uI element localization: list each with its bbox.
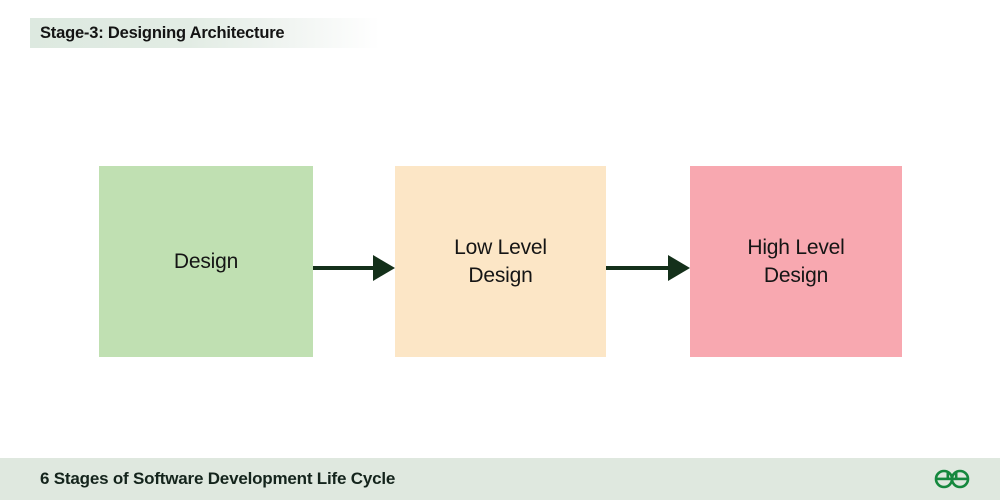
flow-node-design-label: Design: [173, 249, 239, 273]
flow-node-high-level-design-label-line1: High Level: [747, 235, 845, 259]
flow-arrow-low-level-to-high-level: [606, 252, 690, 284]
flow-node-design: Design: [99, 166, 313, 357]
flow-node-low-level-design-label-line1: Low Level: [454, 235, 547, 259]
flow-node-high-level-design-label-line2: Design: [763, 263, 829, 287]
flow-node-high-level-design-label: High Level Design: [747, 234, 844, 289]
geeksforgeeks-logo-icon: [934, 469, 970, 489]
flow-node-low-level-design-label: Low Level Design: [454, 234, 547, 289]
footer-bar: 6 Stages of Software Development Life Cy…: [0, 458, 1000, 500]
flow-diagram: Design Low Level Design High Level Desig…: [99, 166, 902, 357]
page-title: Stage-3: Designing Architecture: [40, 24, 285, 42]
flow-arrow-design-to-low-level: [313, 252, 395, 284]
footer-caption: 6 Stages of Software Development Life Cy…: [40, 469, 396, 488]
flow-node-high-level-design: High Level Design: [690, 166, 902, 357]
flow-node-low-level-design-label-line2: Design: [468, 263, 533, 287]
title-highlight-band: [30, 18, 380, 48]
flow-node-low-level-design: Low Level Design: [395, 166, 606, 357]
